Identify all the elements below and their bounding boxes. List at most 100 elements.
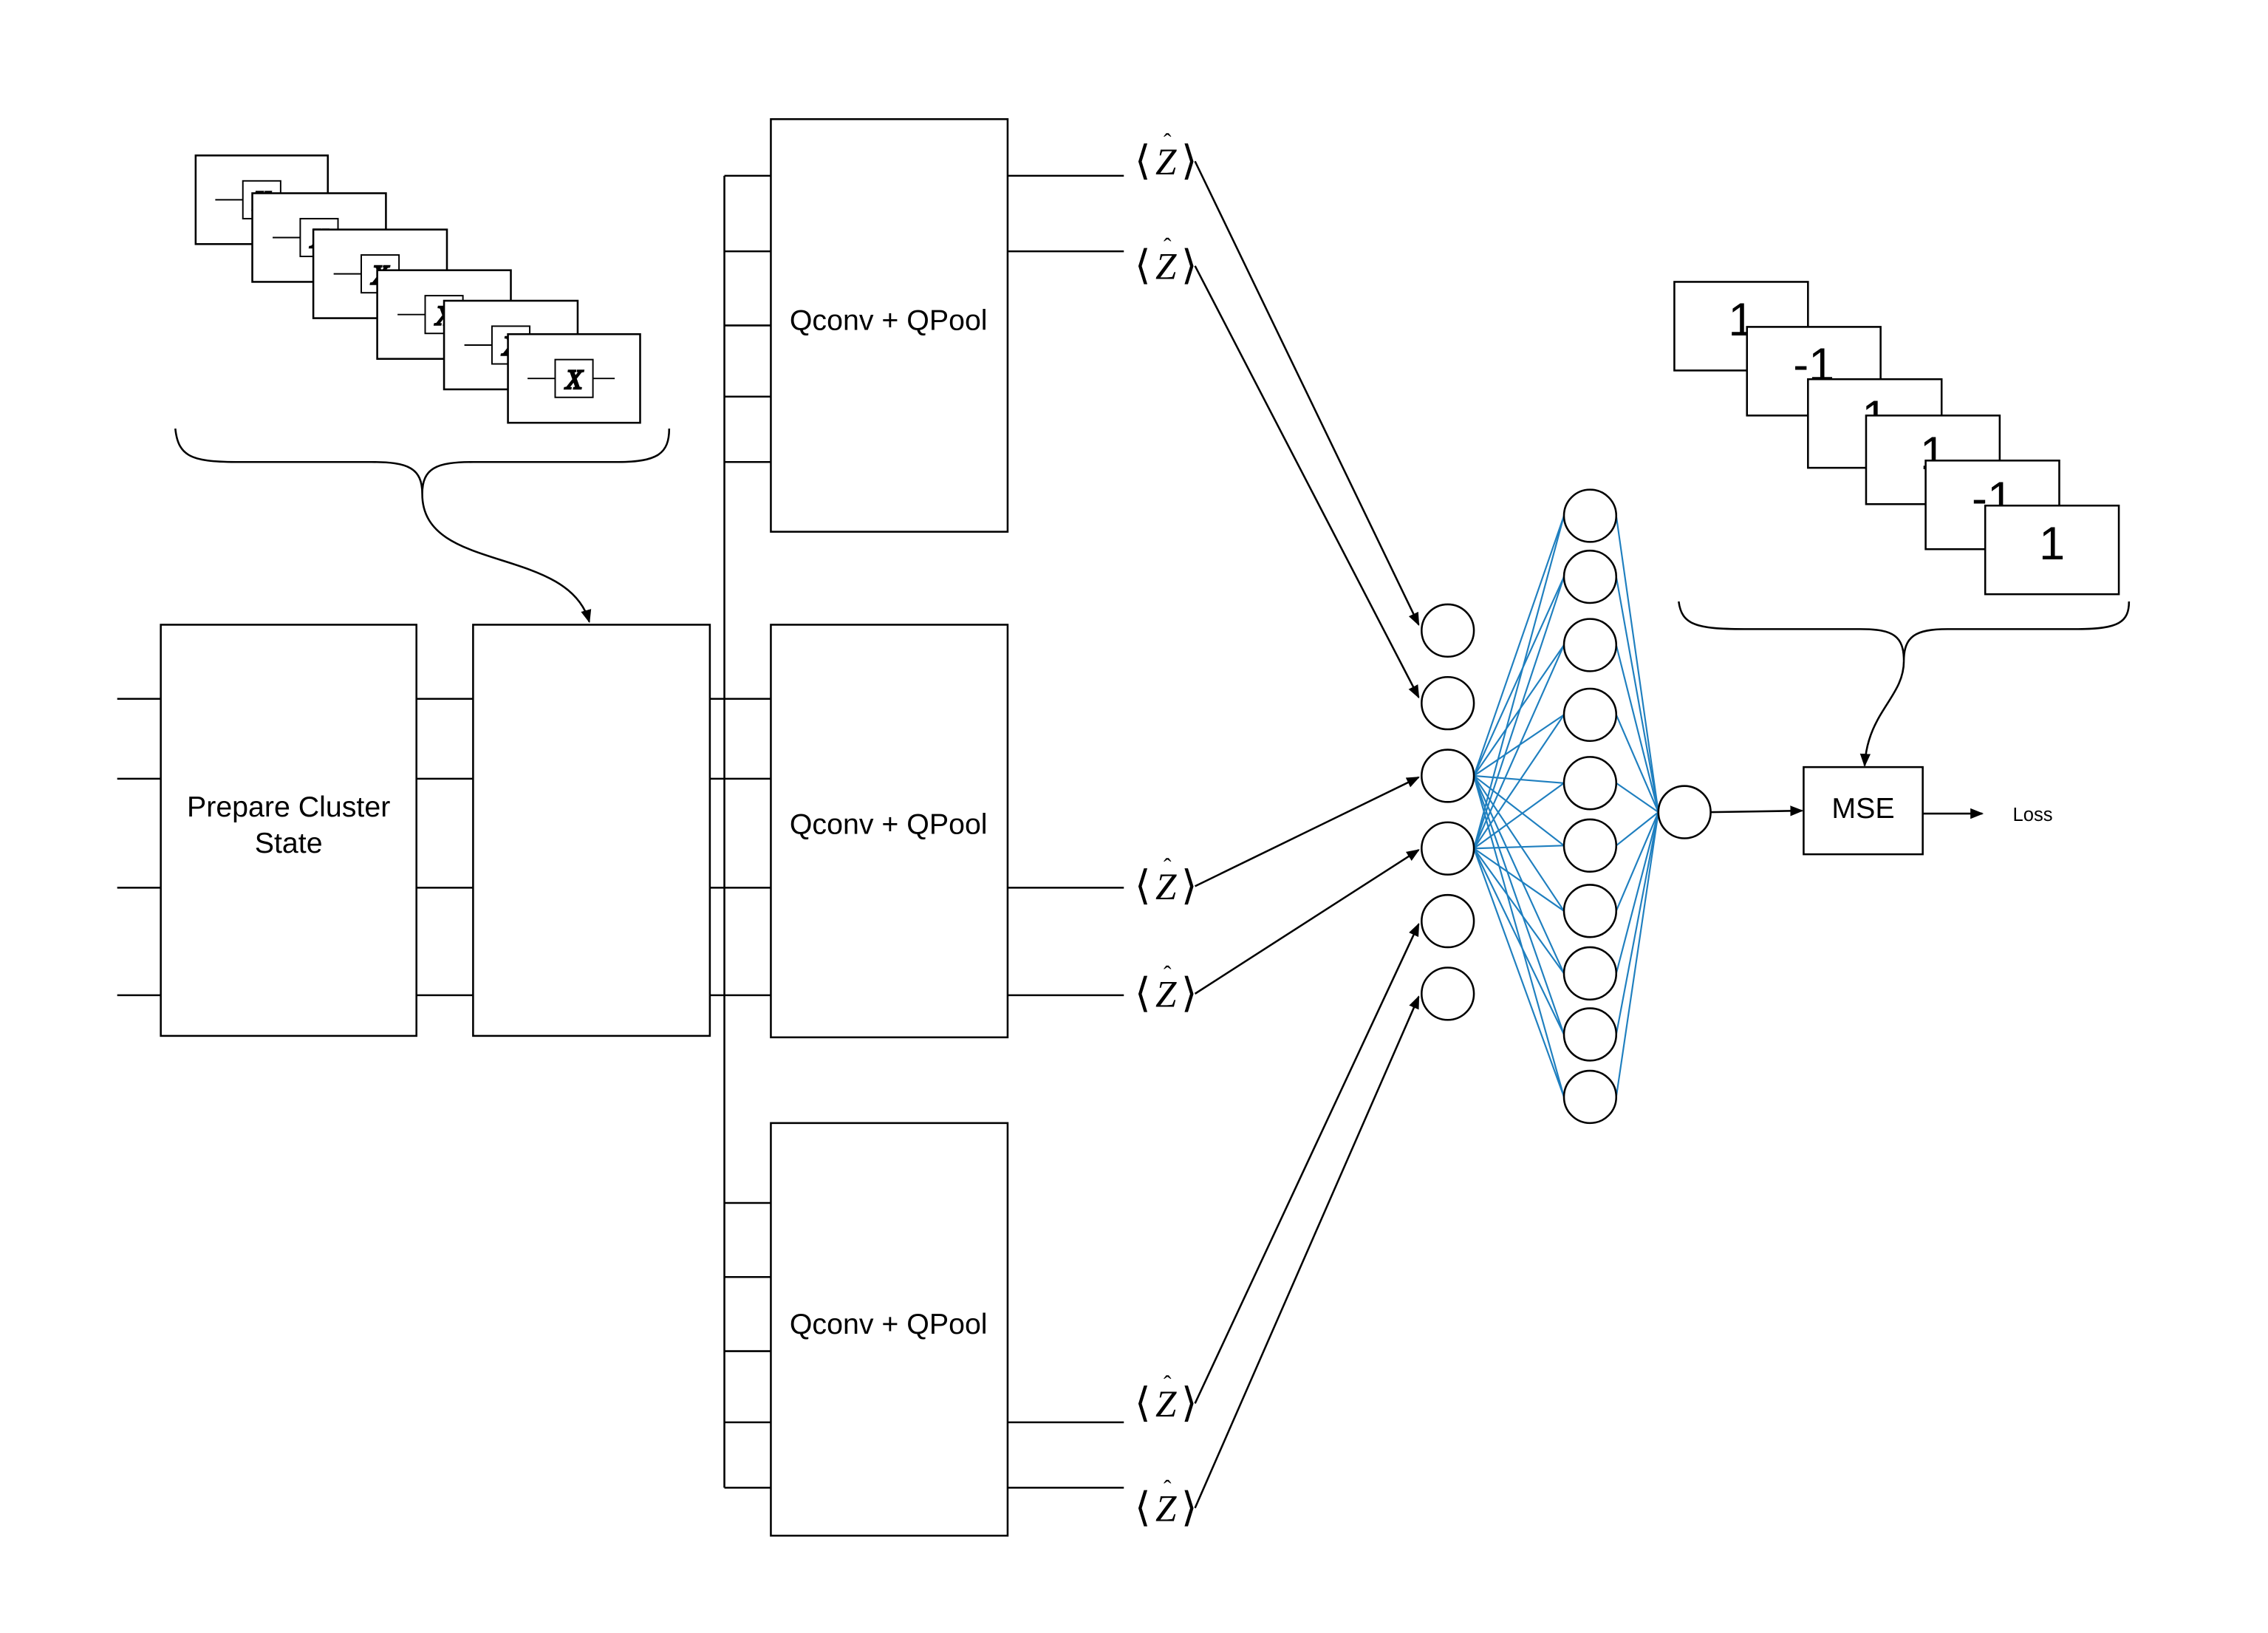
loss-label: Loss [2013,805,2053,825]
labels-to-mse-arrow [1859,661,1905,767]
svg-text:⟨: ⟨ [1135,1485,1150,1530]
input-qubit-wires [117,698,161,997]
svg-text:⟨: ⟨ [1135,138,1150,183]
nn-edge [1616,782,1659,813]
svg-text:Z: Z [1155,141,1177,183]
prepare-cluster-state-label: Prepare Cluster [187,791,390,823]
brace-to-encoder-arrow [421,494,592,624]
svg-text:⟩: ⟩ [1181,863,1197,908]
svg-text:Z: Z [1155,246,1177,288]
encoder-output-wires [709,698,771,997]
nn-edge [1473,576,1565,849]
svg-text:⟩: ⟩ [1181,243,1197,288]
nn-hidden-node [1562,946,1618,1001]
nn-hidden-node [1562,1069,1618,1125]
nn-edge [1473,775,1565,974]
qconv-qpool-label-3: Qconv + QPool [790,1308,988,1340]
svg-text:ˆ: ˆ [1164,1371,1172,1397]
svg-text:Z: Z [1155,1383,1177,1425]
nn-edge [1615,576,1659,813]
qconv-qpool-block-1 [770,117,1009,533]
circuit-card: X [507,333,641,424]
qconv-qpool-label-2: Qconv + QPool [790,808,988,841]
nn-edge [1473,775,1565,1097]
nn-edge [1615,811,1659,912]
expectation-value-labels: ⟨Zˆ⟩⟨Zˆ⟩⟨Zˆ⟩⟨Zˆ⟩⟨Zˆ⟩⟨Zˆ⟩ [1135,129,1197,1530]
circuit-input-stack: XXXXXX [194,154,641,424]
svg-text:Z: Z [1155,974,1177,1016]
x-gate-label: X [564,365,584,395]
svg-text:ˆ: ˆ [1164,1476,1172,1501]
nn-edge [1473,848,1565,1035]
nn-input-node [1421,749,1475,803]
bus-wires [723,174,771,1489]
nn-input-node [1421,893,1475,949]
data-encoding-block [472,624,711,1037]
nn-edge [1474,774,1565,784]
nn-edge [1473,848,1565,974]
measurement-to-input-arrows [1194,160,1420,1509]
nn-edge [1615,644,1659,813]
svg-text:Z: Z [1155,866,1177,908]
nn-hidden-node [1562,756,1618,811]
nn-edge [1616,811,1659,847]
label-stack-brace [1678,601,2131,661]
nn-connections [1473,515,1659,1097]
expectation-z-label: ⟨Zˆ ⟩ [1135,1476,1197,1530]
nn-edge [1473,848,1565,912]
expectation-z-label: ⟨Zˆ ⟩ [1135,854,1197,908]
nn-edge [1615,811,1659,1035]
nn-edge [1473,775,1565,847]
svg-text:⟨: ⟨ [1135,863,1150,908]
nn-edge [1615,811,1659,1097]
svg-text:⟩: ⟩ [1181,971,1197,1016]
svg-text:⟩: ⟩ [1181,1485,1197,1530]
measurement-wires [1007,174,1124,1489]
mse-block [1803,766,1924,856]
nn-input-node [1421,603,1475,658]
nn-edge [1473,782,1565,850]
nn-edge [1473,775,1565,912]
label-value: 1 [2039,518,2065,570]
svg-text:⟨: ⟨ [1135,971,1150,1016]
nn-edge [1473,515,1565,777]
svg-text:ˆ: ˆ [1164,233,1172,259]
svg-text:⟨: ⟨ [1135,243,1150,288]
expectation-z-label: ⟨Zˆ ⟩ [1135,1371,1197,1425]
nn-edge [1615,515,1659,813]
nn-nodes [1421,488,1712,1125]
nn-input-node [1421,821,1475,876]
nn-hidden-node [1562,1007,1618,1062]
nn-edge [1473,775,1565,1035]
nn-hidden-node [1562,549,1618,604]
nn-output-node [1657,785,1712,839]
nn-edge [1615,714,1659,813]
qconv-qpool-block-2 [770,624,1009,1039]
label-card: 1 [1984,504,2120,596]
expectation-z-label: ⟨Zˆ ⟩ [1135,233,1197,287]
circuit-stack-brace [174,428,671,494]
svg-text:⟨: ⟨ [1135,1380,1150,1425]
nn-edge [1473,576,1565,777]
svg-text:Z: Z [1155,1488,1177,1530]
svg-text:ˆ: ˆ [1164,961,1172,987]
svg-text:ˆ: ˆ [1164,854,1172,880]
prepare-cluster-state-block [160,624,417,1037]
expectation-z-label: ⟨Zˆ ⟩ [1135,961,1197,1015]
nn-edge [1615,811,1659,974]
nn-input-node [1421,675,1475,731]
svg-text:⟩: ⟩ [1181,138,1197,183]
nn-edge [1474,845,1565,850]
nn-edge [1473,644,1565,849]
mse-label: MSE [1831,792,1894,825]
prepare-cluster-state-label-line2: State [255,827,323,859]
qconv-qpool-label-1: Qconv + QPool [790,304,988,336]
nn-input-node [1421,966,1475,1021]
nn-hidden-node [1562,618,1618,672]
nn-edge [1473,848,1565,1097]
svg-text:⟩: ⟩ [1181,1380,1197,1425]
nn-edge [1473,515,1565,849]
nn-edge [1473,714,1565,849]
expectation-z-label: ⟨Zˆ⟩ [1135,129,1197,183]
nn-hidden-node [1562,884,1618,938]
